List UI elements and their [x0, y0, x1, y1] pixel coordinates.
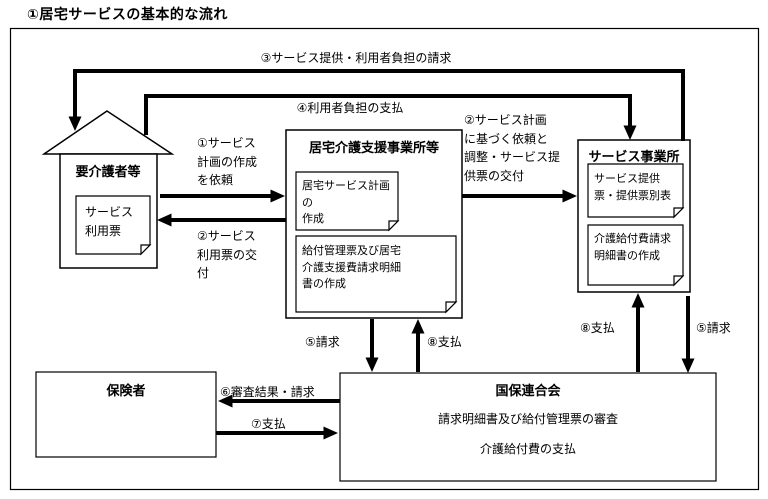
support-office-box — [285, 129, 463, 319]
kokuho-federation-box — [339, 372, 717, 482]
flow-label-1: ①サービス 計画の作成 を依頼 — [197, 136, 258, 188]
flow-label-6: ⑥審査結果・請求 — [220, 385, 315, 399]
kokuho-review-line: 請求明細書及び給付管理票の審査 — [437, 412, 618, 426]
care-plan-doc-fold — [388, 220, 400, 232]
provision-slip-doc-label: サービス提供 票・提供票別表 — [594, 173, 671, 202]
service-provider-box — [577, 139, 691, 293]
care-recipient-doc-label: サービス 利用票 — [85, 205, 134, 238]
flow-label-7: ⑦支払 — [251, 417, 286, 431]
kokuho-payment-line: 介護給付費の支払 — [479, 442, 576, 456]
flow-label-5-provider: ⑤請求 — [696, 321, 731, 335]
outer-border — [9, 27, 760, 491]
insurer-box — [35, 371, 217, 458]
flow-label-2-to-provider: ②サービス計画 に基づく依頼と 調整・サービス提 供票の交付 — [464, 113, 561, 183]
care-plan-doc-label: 居宅サービス計画の 作成 — [302, 180, 390, 225]
provision-slip-doc-fold — [673, 207, 685, 219]
service-provider-label: サービス事業所 — [588, 149, 680, 164]
benefit-mgmt-doc-label: 給付管理票及び居宅 介護支援費請求明細 書の作成 — [302, 245, 401, 290]
benefit-mgmt-doc-fold — [445, 301, 458, 314]
kokuho-federation-label: 国保連合会 — [495, 383, 561, 398]
arrow-3-billing-to-user — [68, 69, 685, 141]
flow-label-3: ③サービス提供・利用者負担の請求 — [260, 51, 452, 65]
page-title: ①居宅サービスの基本的な流れ — [27, 6, 228, 22]
care-recipient-house — [41, 110, 175, 269]
flow-label-2-to-user: ②サービス 利用票の交 付 — [197, 229, 258, 281]
flow-label-4: ④利用者負担の支払 — [296, 101, 404, 115]
flow-label-5-support: ⑤請求 — [305, 335, 340, 349]
flow-label-8-support: ⑧支払 — [427, 335, 462, 349]
house-roof — [41, 110, 175, 155]
billing-statement-doc-fold — [673, 275, 685, 287]
service-slip-doc-fold — [140, 244, 152, 256]
billing-statement-doc-label: 介護給付費請求 明細書の作成 — [594, 233, 671, 262]
support-office-label: 居宅介護支援事業所等 — [308, 140, 439, 155]
care-recipient-label: 要介護者等 — [75, 164, 141, 179]
insurer-label: 保険者 — [106, 383, 146, 398]
arrow-4-user-payment — [144, 94, 637, 140]
flow-label-8-provider: ⑧支払 — [580, 321, 615, 335]
